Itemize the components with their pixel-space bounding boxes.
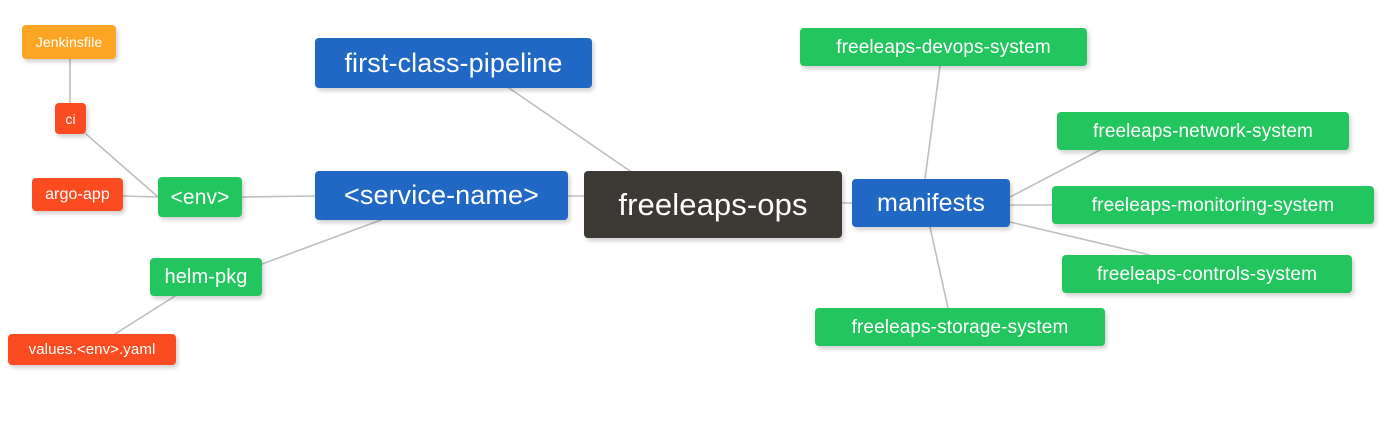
node-helm-pkg[interactable]: helm-pkg <box>150 258 262 296</box>
node-freeleaps-ops[interactable]: freeleaps-ops <box>584 171 842 238</box>
node-env[interactable]: <env> <box>158 177 242 217</box>
node-freeleaps-storage-system[interactable]: freeleaps-storage-system <box>815 308 1105 346</box>
node-label-helm-pkg: helm-pkg <box>164 266 248 288</box>
edge-manifests-to-freeleaps-storage-system <box>929 226 949 309</box>
node-label-argo-app: argo-app <box>45 185 110 203</box>
node-label-first-class-pipeline: first-class-pipeline <box>344 47 563 78</box>
node-values-env-yaml[interactable]: values.<env>.yaml <box>8 334 176 365</box>
edge-values-env-yaml-to-helm-pkg <box>114 295 176 335</box>
node-label-values-env-yaml: values.<env>.yaml <box>28 341 156 358</box>
node-label-manifests: manifests <box>877 188 985 217</box>
node-label-jenkinsfile: Jenkinsfile <box>35 34 103 50</box>
node-label-freeleaps-storage-system: freeleaps-storage-system <box>851 316 1069 338</box>
edge-helm-pkg-to-service-name <box>261 219 382 265</box>
node-label-freeleaps-devops-system: freeleaps-devops-system <box>836 36 1051 58</box>
node-label-freeleaps-monitoring-system: freeleaps-monitoring-system <box>1091 194 1335 216</box>
node-service-name[interactable]: <service-name> <box>315 171 568 220</box>
node-label-freeleaps-ops: freeleaps-ops <box>618 187 808 222</box>
node-ci[interactable]: ci <box>55 103 86 134</box>
node-first-class-pipeline[interactable]: first-class-pipeline <box>315 38 592 88</box>
node-label-ci: ci <box>65 110 76 127</box>
node-label-freeleaps-network-system: freeleaps-network-system <box>1093 120 1313 142</box>
node-freeleaps-devops-system[interactable]: freeleaps-devops-system <box>800 28 1087 66</box>
node-freeleaps-controls-system[interactable]: freeleaps-controls-system <box>1062 255 1352 293</box>
node-label-freeleaps-controls-system: freeleaps-controls-system <box>1096 263 1318 285</box>
edge-first-class-pipeline-to-freeleaps-ops <box>508 87 631 172</box>
node-freeleaps-network-system[interactable]: freeleaps-network-system <box>1057 112 1349 150</box>
node-label-service-name: <service-name> <box>344 180 539 210</box>
edge-freeleaps-devops-system-to-manifests <box>924 65 941 180</box>
node-manifests[interactable]: manifests <box>852 179 1010 227</box>
node-jenkinsfile[interactable]: Jenkinsfile <box>22 25 116 59</box>
node-freeleaps-monitoring-system[interactable]: freeleaps-monitoring-system <box>1052 186 1374 224</box>
node-label-env: <env> <box>170 185 230 209</box>
edge-argo-app-to-env <box>122 195 159 198</box>
edge-manifests-to-freeleaps-controls-system <box>1009 221 1151 256</box>
edge-env-to-service-name <box>241 195 316 198</box>
node-argo-app[interactable]: argo-app <box>32 178 123 211</box>
